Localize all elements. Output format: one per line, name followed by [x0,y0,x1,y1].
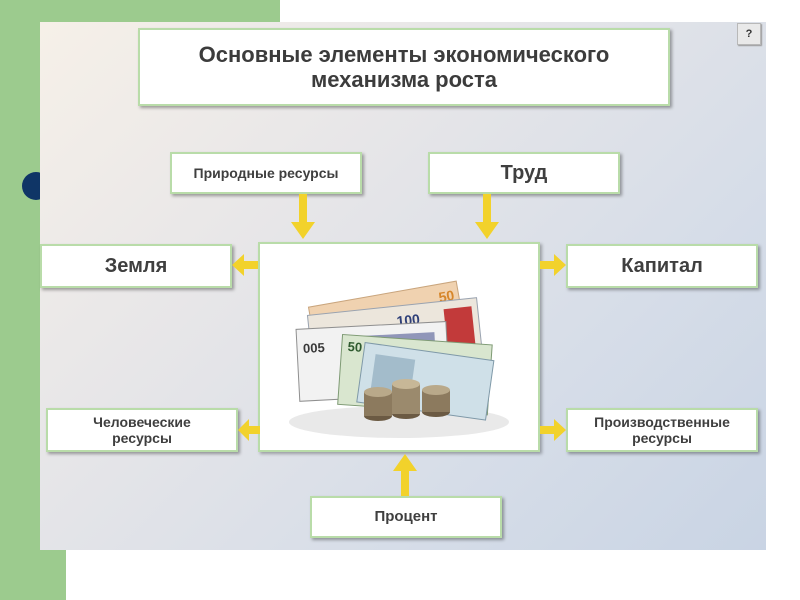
arrow-left-human-icon [238,419,260,441]
node-labor: Труд [428,152,620,194]
money-illustration-icon: 50 100 005 50 [260,244,538,450]
arrow-up-interest-icon [393,454,417,496]
svg-text:50: 50 [347,339,362,355]
diagram-title: Основные элементы экономического механиз… [138,28,670,106]
arrow-down-labor-icon [475,194,499,239]
node-capital: Капитал [566,244,758,288]
svg-text:005: 005 [303,340,325,356]
node-interest: Процент [310,496,502,538]
node-production-resources: Производственные ресурсы [566,408,758,452]
decorative-strip-top [0,0,280,22]
node-natural-resources: Природные ресурсы [170,152,362,194]
arrow-left-land-icon [232,254,258,276]
node-land: Земля [40,244,232,288]
node-human-resources: Человеческие ресурсы [46,408,238,452]
arrow-down-nature-icon [291,194,315,239]
help-button[interactable]: ? [737,23,761,45]
arrow-right-production-icon [540,419,566,441]
arrow-right-capital-icon [540,254,566,276]
money-image: 50 100 005 50 [258,242,540,452]
